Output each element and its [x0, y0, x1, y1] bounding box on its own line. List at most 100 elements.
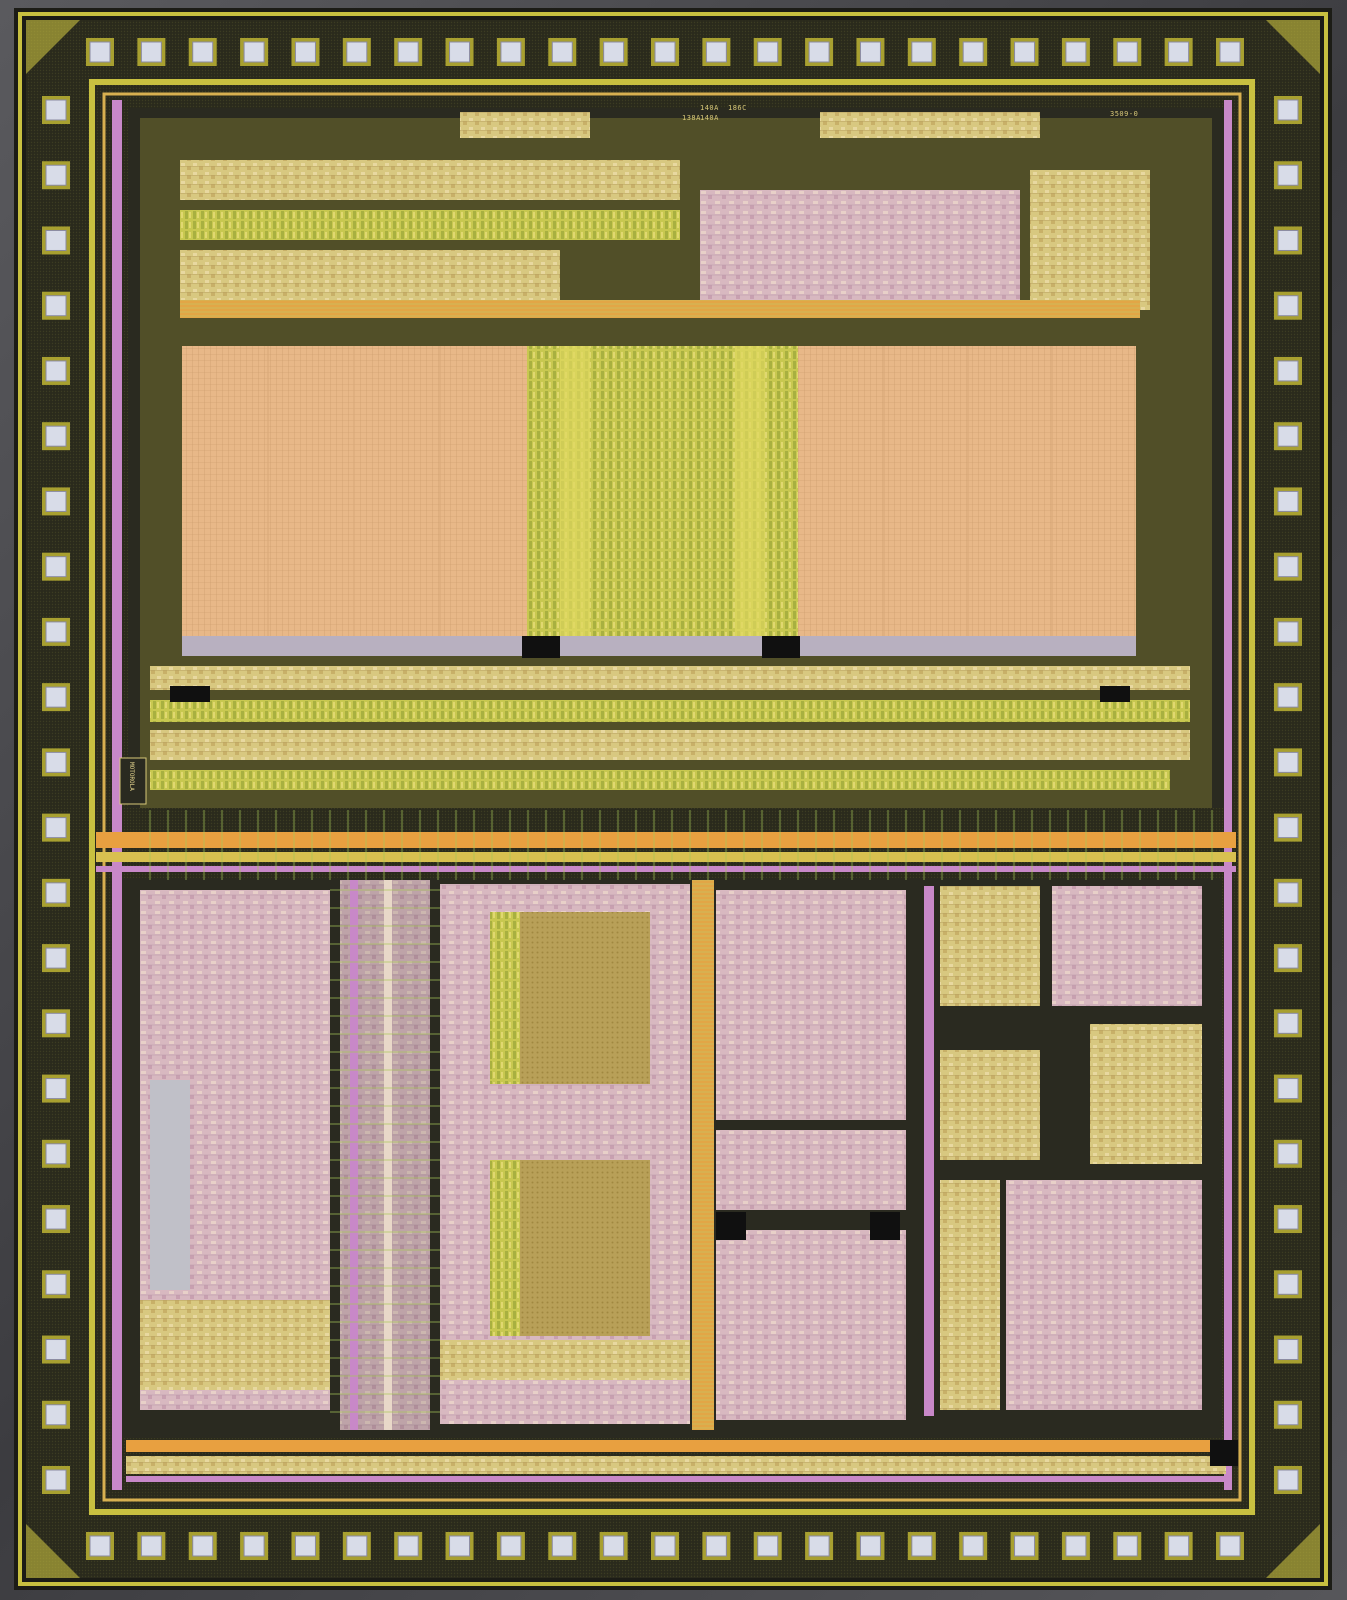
top-logic-row-3: [180, 250, 560, 300]
corner-br: [1266, 1524, 1320, 1578]
bond-pad-bottom-metal: [346, 1535, 368, 1557]
right-block-c: [940, 1050, 1040, 1160]
bond-pad-right-metal: [1277, 1143, 1299, 1165]
bond-pad-right-metal: [1277, 556, 1299, 578]
bond-pad-top-metal: [1168, 41, 1190, 63]
bond-pad-right-metal: [1277, 1273, 1299, 1295]
bond-pad-right-metal: [1277, 229, 1299, 251]
bond-pad-right-metal: [1277, 1469, 1299, 1491]
bond-pad-top-metal: [859, 41, 881, 63]
bond-pad-left-metal: [45, 1339, 67, 1361]
center-vertical-bus: [692, 880, 714, 1430]
bond-pad-left-metal: [45, 817, 67, 839]
bond-pad-top-metal: [551, 41, 573, 63]
bond-pad-right-metal: [1277, 1339, 1299, 1361]
bond-pad-bottom-metal: [962, 1535, 984, 1557]
bond-pad-bottom-metal: [757, 1535, 779, 1557]
bond-pad-bottom-metal: [911, 1535, 933, 1557]
bond-pad-left-metal: [45, 1208, 67, 1230]
die-code-c: 186C: [728, 104, 747, 112]
bond-pad-left-metal: [45, 164, 67, 186]
bond-pad-top-metal: [1065, 41, 1087, 63]
pads-bottom: [86, 1532, 1244, 1560]
power-rail-outer: [89, 79, 1255, 1515]
corner-tr: [1266, 20, 1320, 74]
bond-pad-right-metal: [1277, 1012, 1299, 1034]
bond-pad-top-metal: [603, 41, 625, 63]
bond-pad-right-metal: [1277, 1078, 1299, 1100]
bond-pad-right-metal: [1277, 360, 1299, 382]
bond-pad-left-metal: [45, 99, 67, 121]
top-right-logic: [1030, 170, 1150, 310]
bond-pad-top-metal: [1014, 41, 1036, 63]
logo-box: [119, 757, 147, 805]
main-bus-orange: [96, 832, 1236, 848]
bond-pad-bottom-metal: [140, 1535, 162, 1557]
bond-pad-right-metal: [1277, 1208, 1299, 1230]
pads-top: [86, 38, 1244, 66]
wiring-overlay: [149, 810, 1213, 1413]
bond-pad-left-metal: [45, 490, 67, 512]
bond-pad-right-metal: [1277, 947, 1299, 969]
bond-pad-left-metal: [45, 1469, 67, 1491]
bond-pad-top-metal: [449, 41, 471, 63]
bond-pad-left-metal: [45, 1143, 67, 1165]
top-right-decoder: [700, 190, 1020, 300]
bond-pad-bottom-metal: [654, 1535, 676, 1557]
top-logic-row-2: [180, 210, 680, 240]
bond-pad-left-metal: [45, 1404, 67, 1426]
bond-pad-bottom-metal: [551, 1535, 573, 1557]
pads-left: [42, 96, 70, 1494]
bond-pad-left-metal: [45, 686, 67, 708]
sram-array-right: [798, 346, 1136, 636]
bottom-bus-orange: [126, 1440, 1226, 1452]
bond-pad-right-metal: [1277, 751, 1299, 773]
bond-pad-bottom-metal: [294, 1535, 316, 1557]
bond-pad-bottom-metal: [1116, 1535, 1138, 1557]
bond-pad-top-metal: [1219, 41, 1241, 63]
pads-right: [1274, 96, 1302, 1494]
bond-pad-left-metal: [45, 1012, 67, 1034]
bond-pad-top-metal: [243, 41, 265, 63]
left-magenta-rail: [112, 100, 122, 1490]
corner-bl: [26, 1524, 80, 1578]
bond-pad-right-metal: [1277, 882, 1299, 904]
bond-pad-bottom-metal: [192, 1535, 214, 1557]
bond-pad-left-metal: [45, 360, 67, 382]
sram-dividers: [267, 346, 1053, 636]
die-code-e: 3509-0: [1110, 110, 1139, 118]
bond-pad-top-metal: [911, 41, 933, 63]
bond-pad-top-metal: [192, 41, 214, 63]
top-logic-row-1: [180, 160, 680, 200]
right-block-b: [1052, 886, 1202, 1006]
bond-pad-left-metal: [45, 1273, 67, 1295]
bond-pad-bottom-metal: [603, 1535, 625, 1557]
right-block-d: [1090, 1024, 1202, 1164]
bond-pad-left-metal: [45, 621, 67, 643]
bond-pad-bottom-metal: [449, 1535, 471, 1557]
bond-pad-right-metal: [1277, 621, 1299, 643]
bond-pad-left-metal: [45, 882, 67, 904]
bond-pad-top-metal: [346, 41, 368, 63]
right-block-a: [940, 886, 1040, 1006]
bond-pad-top-metal: [500, 41, 522, 63]
bond-pad-top-metal: [294, 41, 316, 63]
bond-pad-right-metal: [1277, 1404, 1299, 1426]
bond-pad-top-metal: [140, 41, 162, 63]
bond-pad-top-metal: [89, 41, 111, 63]
right-magenta-rail: [1224, 100, 1232, 1490]
bond-pad-right-metal: [1277, 490, 1299, 512]
bond-pad-left-metal: [45, 295, 67, 317]
bond-pad-bottom-metal: [1065, 1535, 1087, 1557]
die-code-b: 140A: [700, 104, 719, 112]
logo-text: MOTOROLA: [128, 762, 135, 791]
bond-pad-top-metal: [808, 41, 830, 63]
bond-pad-left-metal: [45, 947, 67, 969]
die-code-a: 138A: [682, 114, 701, 122]
bond-pad-top-metal: [705, 41, 727, 63]
bond-pad-bottom-metal: [500, 1535, 522, 1557]
rom-block-lower: [520, 1160, 650, 1336]
seal-ring: [18, 12, 1328, 1586]
corner-tl: [26, 20, 80, 74]
